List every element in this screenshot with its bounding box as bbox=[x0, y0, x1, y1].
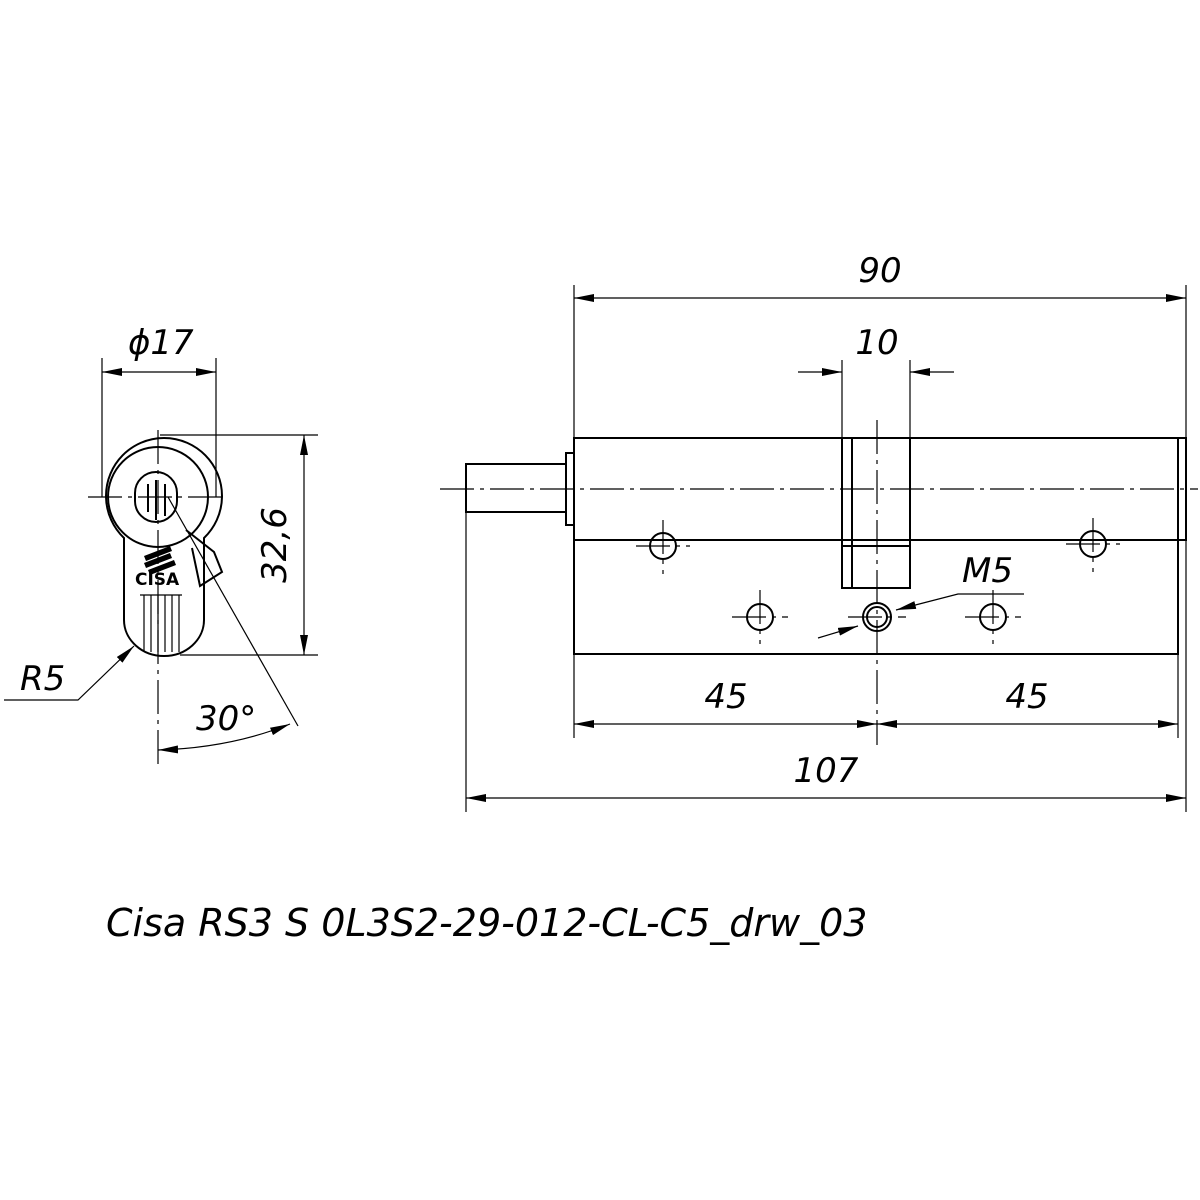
dim-thread-label: M5 bbox=[962, 551, 1013, 591]
cisa-logo: CISA bbox=[135, 546, 180, 590]
drawing-caption: Cisa RS3 S 0L3S2-29-012-CL-C5_drw_03 bbox=[106, 901, 867, 945]
side-view: 90 10 M5 45 45 bbox=[440, 251, 1198, 812]
dim-radius-label: R5 bbox=[20, 659, 65, 699]
cylinder-profile-outline bbox=[105, 437, 223, 657]
dim-halves: 45 45 bbox=[573, 654, 1179, 738]
dim-total-length: 107 bbox=[465, 512, 1187, 812]
cam-outline bbox=[185, 529, 224, 588]
logo-brand-text: CISA bbox=[135, 570, 180, 590]
dim-body-length: 90 bbox=[573, 251, 1187, 438]
holes bbox=[636, 518, 1120, 644]
dim-half-left-label: 45 bbox=[704, 677, 747, 717]
cam-block bbox=[841, 437, 911, 589]
dim-angle: 30° bbox=[157, 496, 299, 754]
end-view: CISA ϕ17 32,6 R5 bbox=[4, 323, 318, 770]
cisa-logo-mark-icon bbox=[144, 546, 176, 575]
dim-half-right-label: 45 bbox=[1005, 677, 1048, 717]
cylinder-body-lower bbox=[573, 539, 1179, 655]
keyway-slot bbox=[147, 480, 166, 520]
dim-height: 32,6 bbox=[160, 434, 318, 656]
keyway-outline bbox=[134, 471, 178, 523]
dim-diameter-label: ϕ17 bbox=[128, 323, 194, 363]
dim-diameter: ϕ17 bbox=[101, 323, 217, 497]
pin-grooves bbox=[140, 594, 182, 652]
extended-shaft bbox=[465, 463, 567, 513]
dim-cam-width-label: 10 bbox=[855, 323, 898, 363]
dim-height-label: 32,6 bbox=[255, 507, 295, 583]
dim-total-length-label: 107 bbox=[794, 751, 859, 791]
dim-angle-label: 30° bbox=[196, 699, 256, 739]
dim-thread: M5 bbox=[817, 551, 1024, 639]
dim-radius: R5 bbox=[4, 645, 135, 701]
dim-body-length-label: 90 bbox=[858, 251, 901, 291]
dim-cam-width: 10 bbox=[798, 323, 954, 438]
